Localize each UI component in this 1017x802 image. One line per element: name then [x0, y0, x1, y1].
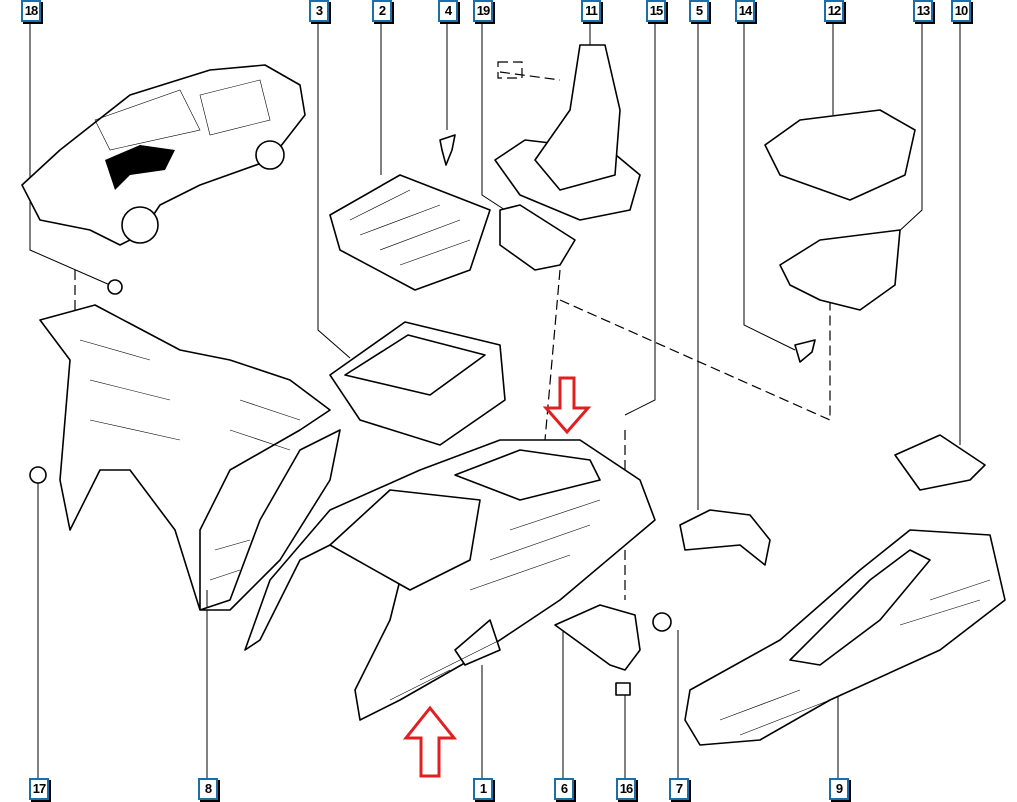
part-10-switch: [894, 434, 986, 491]
part-17-clip: [29, 466, 47, 484]
label-12: 12: [824, 0, 844, 22]
part-11-gear-boot: [494, 44, 641, 221]
part-14-pin: [794, 339, 816, 363]
label-15: 15: [646, 0, 666, 22]
label-18: 18: [21, 0, 41, 22]
part-5-cover: [679, 509, 771, 566]
label-7: 7: [669, 778, 689, 800]
part-13-switch-panel: [779, 229, 901, 311]
part-3-storage-bin: [329, 321, 506, 446]
label-9: 9: [829, 778, 849, 800]
label-3: 3: [309, 0, 329, 22]
label-17: 17: [29, 778, 49, 800]
label-11: 11: [581, 0, 601, 22]
label-14: 14: [735, 0, 755, 22]
part-18-clip: [107, 279, 123, 295]
part-7-nut: [652, 612, 672, 632]
part-8-side-panel: [39, 304, 341, 611]
part-19-bracket: [499, 204, 576, 271]
label-4: 4: [438, 0, 458, 22]
part-9-rear-console: [684, 529, 1006, 746]
part-1-center-console: [244, 439, 656, 721]
up-arrow-highlight: [402, 705, 458, 778]
label-19: 19: [473, 0, 493, 22]
part-16-nut: [615, 682, 631, 696]
label-16: 16: [616, 778, 636, 800]
label-5: 5: [689, 0, 709, 22]
part-12-trim: [764, 109, 916, 201]
part-6-bracket: [554, 604, 641, 671]
label-10: 10: [951, 0, 971, 22]
label-1: 1: [473, 778, 493, 800]
label-8: 8: [198, 778, 218, 800]
part-2-tray: [329, 174, 491, 291]
part-4-pin: [439, 134, 456, 166]
car-illustration: [21, 64, 306, 246]
label-6: 6: [554, 778, 574, 800]
down-arrow-highlight: [542, 376, 592, 435]
label-2: 2: [372, 0, 392, 22]
label-13: 13: [913, 0, 933, 22]
